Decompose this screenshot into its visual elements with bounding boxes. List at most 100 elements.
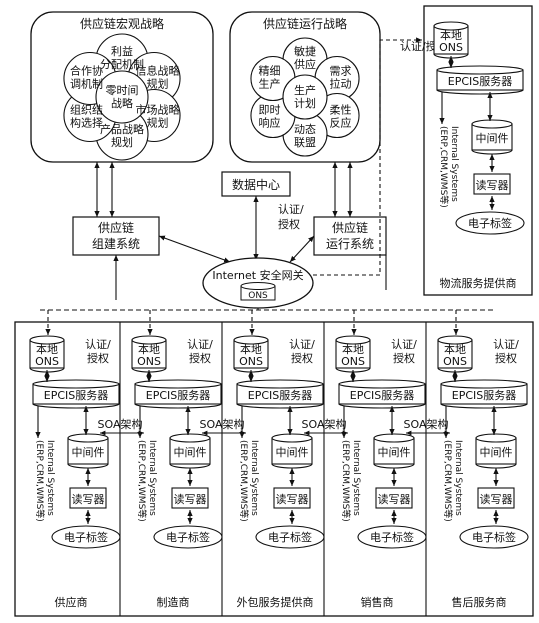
- ops-center-label-line2: 计划: [294, 97, 316, 110]
- data-center: 数据中心: [221, 171, 291, 197]
- run-system-auth-label-2: 授权: [278, 217, 300, 231]
- macro-petal-label-4-line1: 组织结: [70, 103, 103, 117]
- operations-strategy-panel: 供应链运行战略 敏捷供应需求拉动柔性反应动态联盟即时响应精细生产生产计划: [229, 11, 381, 163]
- partner-3-reader-box: [375, 487, 413, 509]
- logistics-internal-1: Internal Systems: [449, 126, 459, 202]
- partner-2-auth-2: 授权: [291, 351, 313, 365]
- ops-petal-label-4-line2: 响应: [258, 116, 280, 130]
- partner-4-local-ons-body: [437, 339, 473, 369]
- logistics-epcis-server-label: EPCIS服务器: [448, 75, 513, 88]
- partner-1-auth-1: 认证/: [187, 338, 213, 351]
- partner-0-local-ons-top: [29, 335, 65, 345]
- macro-petal-label-3-line2: 规划: [111, 135, 133, 149]
- partner-2-epcis-server-label: EPCIS服务器: [248, 389, 313, 402]
- macro-petal-label-4-line2: 构选择: [70, 116, 103, 130]
- partner-name-3: 销售商: [361, 595, 394, 609]
- run-system-auth-label-1: 认证/: [278, 203, 304, 216]
- logistics-frame: [423, 5, 533, 296]
- partner-1-epcis-server-top: [134, 379, 222, 389]
- internet-security-gateway: Internet 安全网关 ONS: [202, 257, 314, 309]
- ops-petal-label-2-line1: 柔性: [330, 103, 352, 117]
- partners-frame: [14, 321, 534, 617]
- partner-0-local-ons-label-line1: 本地: [36, 342, 58, 356]
- partner-1-local-ons-label-line2: ONS: [137, 355, 161, 368]
- supply-chain-build-system: 供应链 组建系统: [72, 216, 160, 256]
- partner-2-internal-1: Internal Systems: [249, 440, 259, 516]
- data-center-label: 数据中心: [232, 177, 280, 192]
- partner-4-local-ons-top: [437, 335, 473, 345]
- partner-0-middleware-top: [67, 433, 109, 443]
- partner-2-reader-label: 读写器: [276, 492, 309, 506]
- ops-petal-label-5-line1: 精细: [258, 65, 280, 78]
- macro-petal-label-2-line2: 规划: [147, 116, 169, 130]
- partner-2-epcis-server-top: [236, 379, 324, 389]
- ops-center: [282, 74, 328, 120]
- logistics-local-ons-body: [433, 25, 469, 55]
- partner-4-reader-label: 读写器: [480, 492, 513, 506]
- run-system-line2: 运行系统: [326, 237, 374, 251]
- gateway-label: Internet 安全网关: [212, 268, 303, 282]
- partner-name-1: 制造商: [157, 595, 190, 609]
- partner-1-reader-label: 读写器: [174, 492, 207, 506]
- run-system-line1: 供应链: [332, 220, 368, 235]
- partner-2-tag-label: 电子标签: [268, 530, 312, 544]
- logistics-provider-label: 物流服务提供商: [440, 276, 517, 290]
- partner-4-internal-1: Internal Systems: [453, 440, 463, 516]
- logistics-local-ons-label-line1: 本地: [440, 28, 462, 42]
- partner-4-middleware-top: [475, 433, 517, 443]
- partner-2-middleware-top: [271, 433, 313, 443]
- macro-center-label-line2: 战略: [111, 96, 133, 110]
- partner-name-0: 供应商: [55, 595, 88, 609]
- partner-1-epcis-server-bottom: [134, 403, 222, 409]
- partner-1-middleware-label: 中间件: [174, 446, 207, 459]
- partner-4-middleware-bottom: [475, 463, 517, 469]
- gateway-ons-label: ONS: [248, 291, 268, 301]
- partner-name-2: 外包服务提供商: [237, 595, 314, 609]
- gateway-ons-cylinder: ONS: [240, 282, 276, 301]
- ops-petal-label-3-line1: 动态: [294, 123, 316, 136]
- partner-0-reader-label: 读写器: [72, 492, 105, 506]
- logistics-middleware-bottom: [471, 149, 513, 155]
- partner-0-internal-2: (ERP,CRM,WMS等): [34, 440, 46, 522]
- supply-chain-run-system: 供应链 运行系统: [313, 216, 387, 256]
- partner-4-local-ons-label-line2: ONS: [443, 355, 467, 368]
- partner-2-internal-2: (ERP,CRM,WMS等): [238, 440, 250, 522]
- partner-3-local-ons-top: [335, 335, 371, 345]
- partner-4-tag-ellipse: [459, 525, 529, 549]
- partner-3-tag-label: 电子标签: [370, 530, 414, 544]
- partner-4-epcis-server-bottom: [440, 403, 528, 409]
- logistics-tag-ellipse: [455, 211, 525, 235]
- partner-3-auth-1: 认证/: [391, 338, 417, 351]
- partner-2-local-ons-top: [233, 335, 269, 345]
- partner-4-tag-label: 电子标签: [472, 530, 516, 544]
- macro-petal-label-1-line2: 规划: [147, 77, 169, 91]
- logistics-local-ons-top: [433, 21, 469, 31]
- partner-4-middleware-label: 中间件: [480, 446, 513, 459]
- operations-strategy-flower: 敏捷供应需求拉动柔性反应动态联盟即时响应精细生产生产计划: [250, 37, 360, 157]
- partner-3-local-ons-body: [335, 339, 371, 369]
- macro-center: [95, 70, 149, 124]
- macro-petal-label-0-line1: 利益: [111, 44, 133, 58]
- partner-3-middleware-bottom: [373, 463, 415, 469]
- logistics-epcis-server-top: [436, 65, 524, 75]
- ops-petal-label-0-line2: 供应: [294, 57, 316, 71]
- partner-3-epcis-server-label: EPCIS服务器: [350, 389, 415, 402]
- macro-strategy-title: 供应链宏观战略: [80, 16, 164, 31]
- partner-0-auth-2: 授权: [87, 351, 109, 365]
- partner-1-local-ons-label-line1: 本地: [138, 342, 160, 356]
- ops-petal-label-3-line2: 联盟: [294, 136, 316, 149]
- partner-4-epcis-server-label: EPCIS服务器: [452, 389, 517, 402]
- macro-petal-label-1-line1: 信息战略: [136, 64, 180, 78]
- logistics-internal-2: (ERP,CRM,WMS等): [438, 126, 450, 208]
- partner-0-middleware-bottom: [67, 463, 109, 469]
- partner-4-auth-1: 认证/: [493, 338, 519, 351]
- partner-0-epcis-server-top: [32, 379, 120, 389]
- partner-1-middleware-bottom: [169, 463, 211, 469]
- logistics-tag-label: 电子标签: [468, 216, 512, 230]
- partner-3-local-ons-label-line1: 本地: [342, 342, 364, 356]
- macro-petal-label-0-line2: 分配机制: [100, 57, 144, 71]
- ops-petal-label-5-line2: 生产: [258, 77, 280, 91]
